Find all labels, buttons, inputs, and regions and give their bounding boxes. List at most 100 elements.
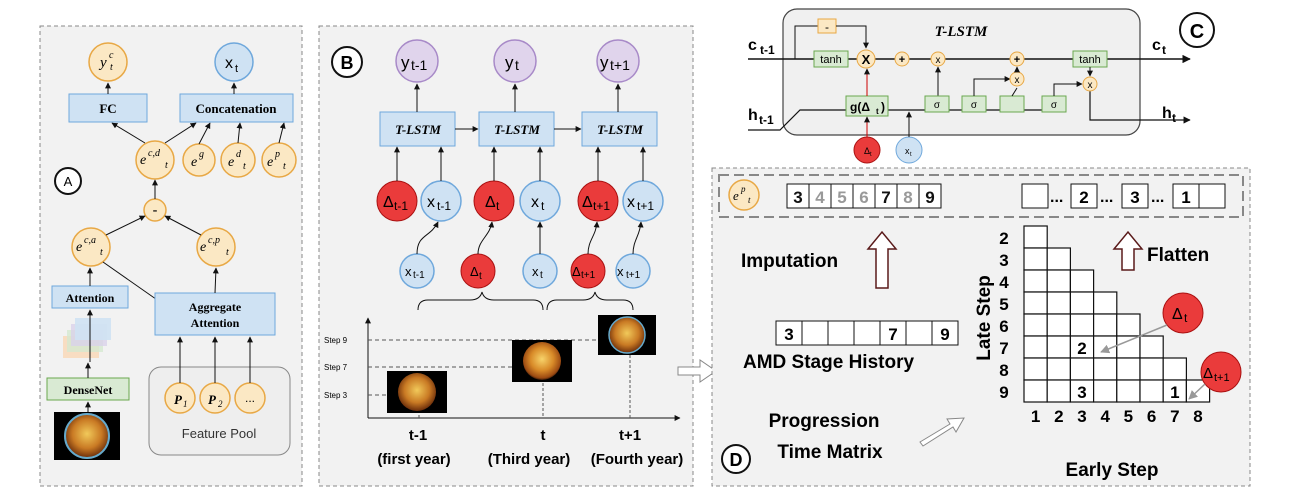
aggregate-label-1: Aggregate — [189, 300, 242, 314]
ep-e: e — [267, 155, 273, 170]
y-tminus1-node: y t-1 — [395, 39, 439, 83]
ecp-node: e c,p t — [196, 227, 236, 267]
panel-a-badge — [54, 167, 82, 195]
row-label: 6 — [999, 317, 1008, 336]
c-output-mult — [1082, 76, 1098, 92]
c-next-sub: t — [1162, 43, 1166, 57]
sigma-label-3: σ — [1051, 100, 1058, 111]
eca-e: e — [76, 240, 82, 255]
small-delta-t: Δ t — [460, 253, 496, 289]
time-t: t — [541, 427, 546, 444]
x-tplus1-node: x t+1 — [622, 180, 664, 222]
flat-val-3: 3 — [1130, 188, 1139, 207]
matrix-cell — [1139, 379, 1164, 403]
year-fourth: (Fourth year) — [591, 451, 684, 468]
x-tm1-sub: t-1 — [437, 199, 451, 213]
eca-sup: c,a — [84, 235, 96, 246]
time-tplus1: t+1 — [619, 427, 641, 444]
ep-sub: t — [283, 161, 286, 172]
ep-row-frame — [718, 174, 1244, 218]
stage-history-label: AMD Stage History — [743, 352, 914, 373]
delta-t-sub: t — [496, 199, 500, 213]
fundus-image-fourth-year — [598, 315, 656, 355]
ep-d-sup: p — [740, 184, 746, 194]
feature-pool-label: Feature Pool — [182, 426, 257, 441]
ed-e: e — [228, 155, 234, 170]
c-forget-mult-label: x — [936, 55, 941, 66]
seq-cell — [918, 183, 942, 209]
history-cell — [905, 320, 933, 346]
sigma-label-2: σ — [971, 100, 978, 111]
imputation-arrow — [866, 230, 898, 289]
matrix-cell — [1139, 357, 1164, 381]
matrix-cell — [1046, 335, 1071, 359]
panel-b-label: B — [341, 53, 354, 73]
row-label: 3 — [999, 251, 1008, 270]
matrix-cell — [1023, 335, 1048, 359]
tlstm-box-1: T-LSTM — [379, 111, 456, 147]
c-forget-mult — [930, 51, 946, 67]
matrix-value-3: 3 — [1077, 383, 1086, 402]
col-label: 1 — [1031, 407, 1040, 426]
row-label: 5 — [999, 295, 1008, 314]
row-label: 7 — [999, 339, 1008, 358]
panel-a-label: A — [64, 174, 73, 189]
x-tminus1-node: x t-1 — [420, 180, 462, 222]
matrix-cell — [1116, 357, 1141, 381]
p-more-node: ... — [234, 382, 266, 414]
eg-sup: g — [199, 149, 204, 160]
matrix-cell — [1023, 247, 1048, 271]
p-more-text: ... — [245, 391, 255, 405]
imputation-label: Imputation — [741, 251, 838, 272]
panel-d-badge — [721, 444, 751, 474]
c-delta-sub: t — [870, 152, 872, 158]
c-input-mult-label: x — [1015, 75, 1020, 86]
eca-node: e c,a t — [71, 227, 111, 267]
matrix-cell — [1069, 313, 1095, 337]
eca-sub: t — [100, 247, 103, 258]
sx-t-sub: t — [540, 270, 543, 281]
matrix-cell — [1046, 247, 1071, 271]
history-value: 3 — [784, 325, 793, 344]
panel-a: y c t x t FC Concatenation e c,d t e g — [39, 25, 303, 487]
c-x-sub: t — [910, 152, 912, 158]
ep-sup: p — [274, 149, 280, 160]
x-t-node: x t — [519, 180, 561, 222]
row-label: 4 — [999, 273, 1009, 292]
g-end: ) — [881, 100, 885, 114]
small-x-t: x t — [522, 253, 558, 289]
minus-label: - — [153, 202, 158, 219]
g-label: g(Δ — [850, 100, 870, 114]
col-label: 8 — [1193, 407, 1202, 426]
ep-node-d: e p t — [728, 179, 760, 211]
matrix-cell — [1023, 313, 1048, 337]
c-plus-2-label: + — [1014, 54, 1020, 66]
c-mult-big-label: X — [862, 52, 871, 67]
matrix-cell — [1023, 269, 1048, 293]
sd-t-main: Δ — [470, 264, 479, 279]
seq-value: 5 — [837, 188, 846, 207]
ecp-sup: c,p — [208, 235, 220, 246]
b-to-d-arrow — [677, 359, 717, 383]
tlstm-box-2: T-LSTM — [478, 111, 555, 147]
matrix-cell — [1023, 379, 1048, 403]
row-label: 8 — [999, 361, 1008, 380]
delta-t-main: Δ — [485, 194, 496, 211]
x-t-sub: t — [541, 199, 545, 213]
d-delta-t-node: Δ t — [1162, 292, 1204, 334]
tanh-box-1 — [813, 50, 849, 68]
d-delta-t-sub: t — [1184, 311, 1188, 325]
step-7-label: Step 7 — [324, 363, 348, 372]
panel-b: B y t-1 y t y t+1 T-LSTM T-LSTM T-LST — [318, 25, 717, 487]
flatten-arrow — [1112, 230, 1144, 271]
matrix-value-2: 2 — [1077, 339, 1086, 358]
p1-sub: 1 — [183, 399, 188, 409]
progression-arrow — [919, 417, 965, 447]
col-label: 7 — [1170, 407, 1179, 426]
seq-value: 9 — [925, 188, 934, 207]
h-prev-label: h — [748, 107, 758, 124]
matrix-cell — [1162, 357, 1187, 381]
panel-c: T-LSTM C c t-1 c t h t-1 h t - tanh X g(… — [748, 8, 1215, 164]
